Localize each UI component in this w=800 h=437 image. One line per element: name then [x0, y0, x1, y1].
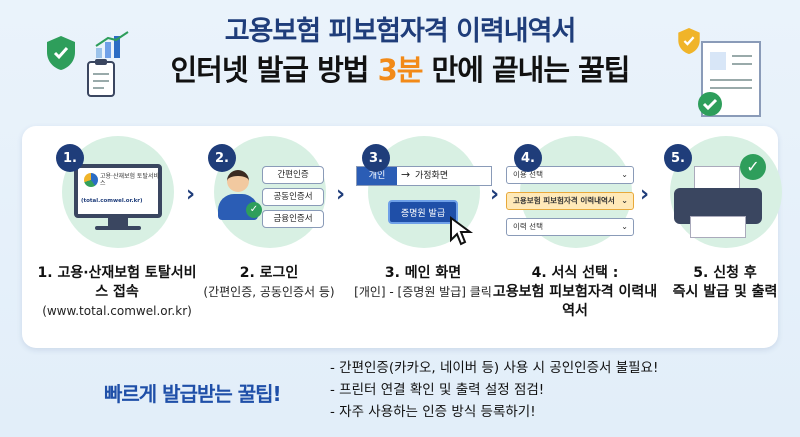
step-number: 2.	[208, 144, 236, 172]
page-title: 고용보험 피보험자격 이력내역서 인터넷 발급 방법 3분 만에 끝내는 꿀팁	[0, 14, 800, 90]
step-5-title: 5. 신청 후	[693, 265, 757, 281]
step-3-title: 3. 메인 화면	[384, 265, 462, 281]
step-label: 2. 로그인 (간편인증, 공동인증서 등)	[184, 264, 354, 301]
comwel-logo-icon	[84, 173, 98, 187]
chevron-right-icon: ›	[186, 182, 196, 207]
step-3: 3. 개인 → 가정화면 증명원 발급 3. 메인 화면 [개인] - [증명원…	[348, 136, 498, 346]
step-number: 3.	[362, 144, 390, 172]
select-mock: 이력 선택 ⌄	[506, 218, 634, 236]
step-label: 4. 서식 선택 : 고용보험 피보험자격 이력내역서	[490, 264, 660, 321]
step-label: 3. 메인 화면 [개인] - [증명원 발급] 클릭	[338, 264, 508, 301]
check-icon: ✓	[246, 202, 262, 218]
tip-item: - 간편인증(카카오, 네이버 등) 사용 시 공인인증서 불필요!	[330, 360, 659, 376]
login-option: 간편인증	[262, 166, 324, 184]
step-number: 4.	[514, 144, 542, 172]
step-number: 5.	[664, 144, 692, 172]
select-label: 이용 선택	[513, 170, 543, 179]
chevron-right-icon: ›	[336, 182, 346, 207]
chevron-down-icon: ⌄	[621, 196, 628, 205]
home-label: 가정화면	[415, 171, 449, 181]
document-icon	[698, 41, 761, 117]
monitor-icon: 고용·산재보험 토탈서비스 (total.comwel.or.kr)	[74, 164, 162, 230]
title-line-2: 인터넷 발급 방법 3분 만에 끝내는 꿀팁	[0, 50, 800, 90]
chevron-right-icon: ›	[640, 182, 650, 207]
shield-icon	[47, 36, 75, 70]
person-icon: ✓	[218, 170, 262, 230]
check-icon: ✓	[740, 154, 766, 180]
certificate-issue-button: 증명원 발급	[388, 200, 458, 224]
title-line-2-pre: 인터넷 발급 방법	[170, 53, 378, 87]
select-label: 고용보험 피보험자격 이력내역서	[513, 196, 615, 205]
printer-icon: ✓	[668, 154, 768, 240]
tips-title: 빠르게 발급받는 꿀팁!	[104, 382, 282, 406]
select-mock: 이용 선택 ⌄	[506, 166, 634, 184]
step-2-title: 2. 로그인	[239, 265, 299, 281]
steps-card: 1. 고용·산재보험 토탈서비스 (total.comwel.or.kr) 1.…	[22, 126, 782, 348]
screen-url: (total.comwel.or.kr)	[81, 198, 143, 204]
step-4: 4. 이용 선택 ⌄ 고용보험 피보험자격 이력내역서 ⌄ 이력 선택 ⌄ 4. 서식…	[493, 136, 657, 346]
step-label: 5. 신청 후 즉시 발급 및 출력	[640, 264, 800, 302]
select-label: 이력 선택	[513, 222, 543, 231]
step-4-title-2: 고용보험 피보험자격 이력내역서	[492, 284, 658, 319]
step-1-sub: (www.total.comwel.or.kr)	[42, 304, 192, 318]
screen-text: 고용·산재보험 토탈서비스	[100, 173, 160, 187]
cursor-icon	[450, 216, 474, 246]
tip-item: - 자주 사용하는 인증 방식 등록하기!	[330, 404, 536, 420]
title-accent: 3분	[377, 53, 424, 87]
login-option: 금융인증서	[262, 210, 324, 228]
step-4-title: 4. 서식 선택 :	[531, 265, 619, 281]
step-2-sub: (간편인증, 공동인증서 등)	[203, 285, 335, 299]
main-nav-mock: 개인 → 가정화면	[356, 166, 492, 186]
step-1: 1. 고용·산재보험 토탈서비스 (total.comwel.or.kr) 1.…	[38, 136, 196, 346]
step-5-title-2: 즉시 발급 및 출력	[672, 284, 778, 300]
chart-bars-icon	[95, 31, 129, 58]
title-line-2-post: 만에 끝내는 꿀팁	[422, 53, 631, 87]
step-label: 1. 고용·산재보험 토탈서비스 접속 (www.total.comwel.or…	[32, 264, 202, 320]
step-number: 1.	[56, 144, 84, 172]
step-1-title: 1. 고용·산재보험 토탈서비스 접속	[37, 265, 197, 300]
title-line-1: 고용보험 피보험자격 이력내역서	[224, 16, 577, 47]
tab-personal: 개인	[357, 167, 397, 185]
chevron-right-icon: ›	[490, 182, 500, 207]
chevron-down-icon: ⌄	[621, 170, 628, 179]
step-2: 2. ✓ 간편인증 공동인증서 금융인증서 2. 로그인 (간편인증, 공동인증…	[194, 136, 344, 346]
step-5: 5. ✓ 5. 신청 후 즉시 발급 및 출력	[650, 136, 800, 346]
step-3-sub: [개인] - [증명원 발급] 클릭	[354, 285, 492, 299]
select-mock-highlighted: 고용보험 피보험자격 이력내역서 ⌄	[506, 192, 634, 210]
tip-item: - 프린터 연결 확인 및 출력 설정 점검!	[330, 382, 545, 398]
shield-icon	[678, 28, 700, 54]
tips-list: - 간편인증(카카오, 네이버 등) 사용 시 공인인증서 불필요! - 프린터…	[330, 357, 658, 423]
arrow-right-icon: →	[401, 168, 411, 181]
login-option: 공동인증서	[262, 188, 324, 206]
clipboard-icon	[87, 59, 115, 97]
chevron-down-icon: ⌄	[621, 222, 628, 231]
